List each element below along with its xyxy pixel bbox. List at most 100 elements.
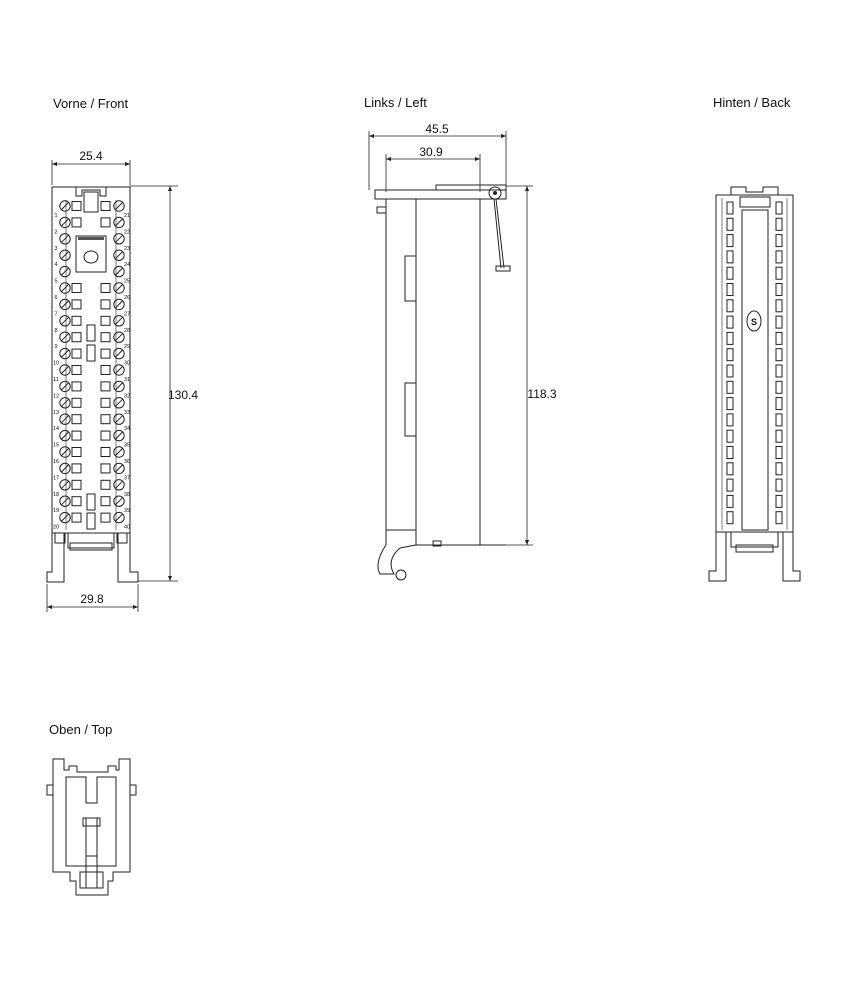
- terminal-number: 1: [54, 213, 57, 219]
- screw-terminal: [113, 364, 125, 376]
- terminal-number: 36: [124, 459, 130, 465]
- screw-slot: [61, 431, 69, 440]
- screw-terminal: [59, 511, 71, 524]
- front-right-tab: [116, 532, 128, 544]
- top-body-outline: [52, 758, 131, 896]
- terminal-number: 31: [124, 377, 130, 383]
- clamp-square: [100, 381, 111, 392]
- clamp-square: [100, 201, 111, 211]
- terminal-number: 5: [54, 279, 57, 285]
- back-slot: [775, 494, 783, 508]
- left-front-panel: [385, 199, 417, 531]
- clamp-square: [71, 414, 82, 425]
- clamp-square: [100, 348, 111, 359]
- top-right-tab: [129, 784, 137, 796]
- screw-slot: [115, 480, 123, 489]
- back-slot: [775, 331, 783, 345]
- clamp-square: [71, 365, 82, 375]
- screw-terminal: [113, 446, 125, 458]
- screw-terminal: [113, 249, 125, 261]
- screw-terminal: [59, 495, 71, 507]
- screw-terminal: [113, 462, 125, 475]
- front-body-outline: [51, 186, 131, 534]
- back-slot: [726, 283, 734, 296]
- back-slot: [775, 217, 783, 231]
- terminal-number: 16: [53, 459, 59, 465]
- screw-slot: [115, 431, 123, 440]
- back-top-latch: [730, 186, 779, 195]
- left-view: 45.5 30.9: [368, 122, 557, 581]
- top-center-block: [82, 817, 101, 827]
- back-slot: [726, 446, 734, 459]
- screw-terminal: [59, 413, 71, 425]
- back-slot: [775, 250, 783, 264]
- screw-terminal: [59, 282, 71, 294]
- screw-terminal: [59, 429, 71, 442]
- screw-terminal: [59, 298, 71, 311]
- screw-terminal: [59, 233, 71, 245]
- top-latch-frame: [79, 871, 104, 889]
- top-inner-cavity: [65, 776, 117, 867]
- left-lever-foot: [495, 265, 511, 272]
- top-view-title: Oben / Top: [49, 722, 113, 737]
- screw-slot: [61, 349, 69, 358]
- back-left-foot: [708, 532, 727, 582]
- left-height-dimension: 118.3: [506, 185, 557, 546]
- terminal-number: 32: [124, 393, 130, 399]
- left-view-title: Links / Left: [364, 95, 427, 110]
- left-bottom-hook: [377, 530, 417, 575]
- screw-terminal: [113, 413, 125, 425]
- left-lever-pivot: [488, 186, 502, 200]
- screw-slot: [61, 480, 69, 489]
- front-height-dimension: 130.4: [130, 185, 198, 582]
- front-fuse-lower: [86, 493, 96, 511]
- screw-slot: [115, 202, 123, 210]
- screw-slot: [61, 382, 69, 391]
- screw-slot: [61, 464, 69, 473]
- left-inner-depth-label: 30.9: [419, 145, 443, 159]
- terminal-number: 12: [53, 393, 59, 399]
- terminal-number: 9: [54, 344, 57, 350]
- back-slot: [775, 266, 783, 280]
- clamp-square: [100, 332, 111, 343]
- back-slot: [726, 217, 734, 231]
- front-bracket-bar: [69, 542, 113, 551]
- screw-terminal: [113, 265, 125, 278]
- screw-slot: [61, 284, 69, 292]
- screw-slot: [61, 218, 69, 227]
- clamp-square: [100, 397, 111, 408]
- clamp-square: [100, 217, 111, 228]
- screw-terminal: [113, 282, 125, 294]
- terminal-number: 2: [54, 229, 57, 235]
- screw-terminal: [59, 315, 71, 327]
- left-top-rail: [374, 189, 507, 200]
- clamp-square: [71, 201, 82, 211]
- clamp-square: [100, 414, 111, 425]
- front-top-latch: [75, 187, 107, 197]
- left-step-lower: [404, 382, 416, 437]
- screw-terminal: [113, 347, 125, 360]
- back-slot: [775, 201, 783, 215]
- front-screw-column-left: [59, 200, 71, 524]
- front-square-column-left: [71, 201, 82, 523]
- terminal-number: 14: [53, 426, 59, 432]
- screw-slot: [115, 300, 123, 309]
- back-slot: [726, 397, 734, 411]
- back-bracket-bar: [735, 544, 774, 553]
- terminal-number: 23: [124, 246, 130, 252]
- clamp-square: [71, 283, 82, 293]
- front-view-title: Vorne / Front: [53, 96, 129, 111]
- screw-terminal: [59, 216, 71, 229]
- front-right-foot: [117, 533, 139, 583]
- screw-terminal: [113, 479, 125, 491]
- terminal-number: 35: [124, 443, 130, 449]
- terminal-number: 22: [124, 229, 130, 235]
- back-slot-column-left: [726, 201, 734, 525]
- screw-slot: [61, 366, 69, 374]
- back-slot: [775, 283, 783, 296]
- left-inner-depth-dimension: 30.9: [385, 145, 481, 192]
- front-top-width-dimension: 25.4: [51, 149, 131, 185]
- clamp-square: [71, 332, 82, 343]
- back-view-title: Hinten / Back: [713, 95, 791, 110]
